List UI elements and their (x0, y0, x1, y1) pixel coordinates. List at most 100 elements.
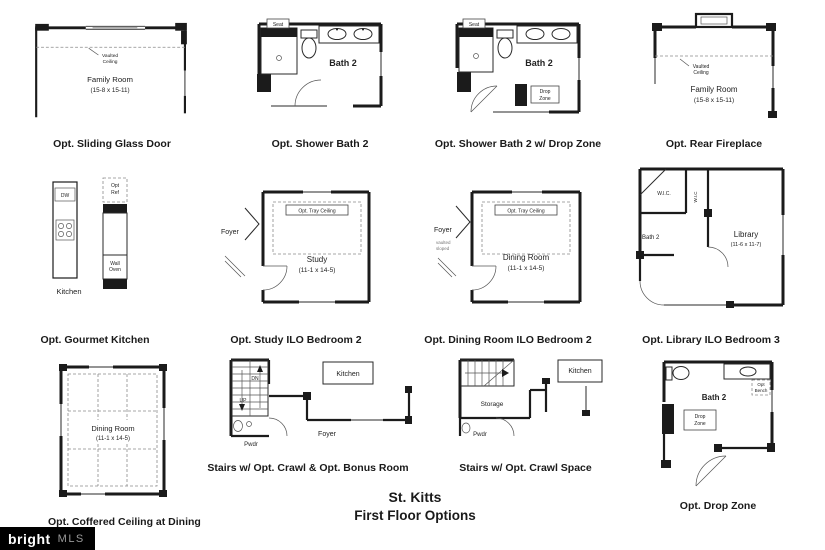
room-label: Bath 2 (525, 58, 553, 68)
walls (652, 23, 777, 118)
foyer-wall-angle (455, 205, 471, 239)
kitchen-label: Kitchen (336, 371, 359, 378)
vaulted-ceiling-note: Vaulted Ceiling (87, 47, 118, 65)
vanity-sinks-icon (516, 25, 578, 44)
room-label: Library (733, 230, 757, 239)
wall-oven-label: Oven (109, 267, 121, 273)
seat-label: Seat (469, 22, 480, 28)
room-label: Bath 2 (329, 58, 357, 68)
drop-zone-box: Drop Zone (683, 409, 717, 431)
plan-caption: Opt. Dining Room ILO Bedroom 2 (424, 334, 592, 346)
walls (261, 189, 371, 304)
vanity-sinks-icon (318, 25, 380, 44)
room-dimensions: (11-1 x 14-5) (96, 436, 130, 442)
foyer-label: Foyer (318, 431, 337, 438)
room-label: Family Room (87, 75, 133, 84)
door-arc (495, 417, 514, 437)
bright-mls-logo: bright MLS (0, 527, 95, 550)
drop-zone-label: Drop (695, 414, 706, 420)
room-label: Dining Room (502, 253, 549, 262)
wall-oven-label: Wall (110, 261, 120, 267)
bath-label: Bath 2 (642, 235, 660, 241)
door-arc (294, 79, 322, 107)
plan-shower-bath-2: Seat Bath 2 Opt. Shower Bath 2 (250, 18, 390, 150)
room-label: Study (307, 255, 327, 264)
powder-room: Pwdr (233, 417, 288, 448)
plan-dining-ilo-bedroom-2: Opt. Tray Ceiling Dining Room (11-1 x 14… (408, 182, 608, 346)
stairs-dn-label: DN (251, 376, 259, 382)
plan-stairs-crawl-space: Storage Pwdr Kitchen Stairs w/ Opt. Craw… (438, 356, 613, 474)
floor-plan-drawing: Vaulted Ceiling Family Room (15-8 x 15-1… (652, 12, 777, 118)
kitchen-wall-cabinets: Opt Ref Wall Oven (102, 177, 128, 289)
plan-study-ilo-bedroom-2: Opt. Tray Ceiling Study (11-1 x 14-5) Fo… (196, 182, 396, 346)
kitchen-island: DW (52, 181, 78, 279)
opt-ref-label: Opt (111, 183, 120, 189)
plan-caption: Opt. Rear Fireplace (665, 138, 763, 150)
room-dimensions: (15-8 x 15-11) (90, 87, 129, 94)
room-dimensions: (15-8 x 15-11) (694, 97, 734, 104)
ceiling-note: vaulted (436, 240, 451, 245)
foyer-wall-angle (244, 207, 260, 241)
floor-plan-drawing: Opt. Tray Ceiling Study (11-1 x 14-5) Fo… (221, 189, 371, 304)
plan-drop-zone: Opt Bench Bath 2 Drop Zone Opt. Drop Zon… (650, 356, 786, 512)
label-backing (76, 420, 149, 444)
stairs-up-label: UP (240, 398, 248, 404)
foyer-area: Foyer vaulted sloped (434, 205, 471, 278)
walls (661, 360, 775, 468)
kitchen-label: Kitchen (568, 368, 591, 375)
tray-ceiling-label: Opt. Tray Ceiling (298, 209, 335, 215)
logo-suffix-text: MLS (57, 532, 85, 545)
floor-plan-drawing: Opt. Tray Ceiling Dining Room (11-1 x 14… (434, 189, 581, 304)
opt-bench-label: Opt (757, 382, 765, 387)
floor-plan-drawing: Storage Pwdr Kitchen (458, 358, 602, 438)
door-arc (471, 265, 496, 291)
note-text: Ceiling (693, 70, 709, 76)
door-arc (268, 417, 288, 437)
powder-room: Pwdr (461, 417, 514, 438)
kitchen-label-box: Kitchen (557, 359, 602, 383)
room-label: Family Room (690, 85, 737, 94)
wic-label: W.I.C. (657, 191, 671, 197)
fireplace-icon (694, 12, 734, 29)
room-dimensions: (11-6 x 11-7) (730, 242, 761, 248)
vaulted-ceiling-note: Vaulted Ceiling (679, 58, 710, 76)
plan-caption: Opt. Gourmet Kitchen (40, 334, 150, 346)
room-dimensions: (11-1 x 14-5) (299, 267, 336, 274)
sheet-title-block: St. Kitts First Floor Options (305, 489, 525, 523)
floor-plan-drawing: Seat Bath 2 (257, 18, 383, 108)
stairs-icon: DN UP (231, 359, 269, 417)
floor-plan-drawing: Opt Bench Bath 2 Drop Zone (661, 360, 775, 487)
plan-coffered-ceiling-dining: Dining Room (11-1 x 14-5) Opt. Coffered … (48, 360, 201, 528)
storage-label: Storage (480, 401, 503, 408)
cooktop-icon (55, 219, 75, 241)
walls (34, 22, 187, 118)
foyer-label: Foyer (434, 227, 453, 234)
seat-label: Seat (273, 22, 284, 28)
toilet-icon (496, 29, 514, 59)
drop-zone-box: Drop Zone (515, 84, 560, 106)
plan-gourmet-kitchen: DW Opt Ref Wall Oven Ki (30, 176, 160, 346)
shower-icon: Seat (260, 18, 298, 75)
note-text: Ceiling (102, 59, 117, 65)
ceiling-note: sloped (436, 246, 450, 251)
opt-bench-label: Bench (755, 388, 768, 393)
plan-caption: Opt. Study ILO Bedroom 2 (230, 334, 362, 346)
door-arc (707, 246, 728, 268)
sheet-title: St. Kitts (388, 489, 442, 505)
wic2-closet: W.I.C (693, 169, 712, 217)
walls (470, 189, 581, 304)
foyer-label: Foyer (221, 229, 240, 236)
toilet-icon (300, 29, 318, 59)
floor-plan-drawing: W.I.C. W.I.C Bath 2 Library (11-6 x 11-7… (635, 167, 784, 308)
room-label: Dining Room (91, 424, 134, 433)
floor-plan-drawing: DN UP Pwdr Kitchen Foyer (229, 358, 412, 448)
sheet-subtitle: First Floor Options (354, 508, 476, 523)
dishwasher-label: DW (61, 193, 70, 199)
room-label: Kitchen (56, 287, 81, 296)
kitchen-label-box: Kitchen (322, 361, 374, 385)
foyer-area: Foyer (221, 207, 260, 278)
tray-ceiling-outline: Opt. Tray Ceiling (481, 201, 570, 255)
floor-plan-drawing: Seat Bath 2 Drop Zone (455, 18, 581, 114)
drop-zone-label: Zone (539, 96, 551, 102)
walls (257, 22, 383, 108)
